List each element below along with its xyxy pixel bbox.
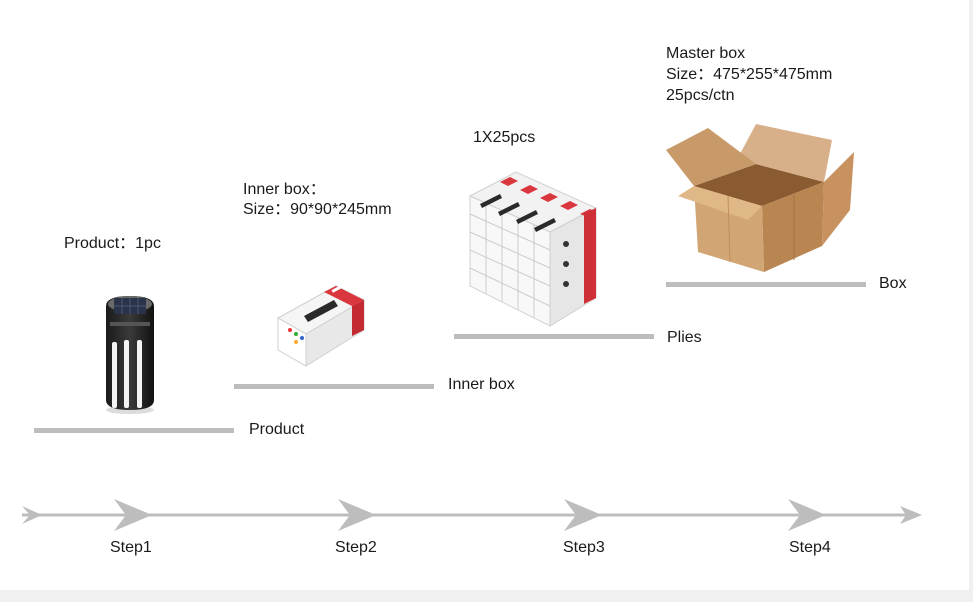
- step-4-label: Step4: [789, 539, 831, 556]
- box-level-bar: [666, 282, 866, 287]
- inner-box-caption-size: Size：90*90*245mm: [243, 201, 392, 218]
- page-bottom-band: [0, 590, 973, 602]
- master-box-caption-size: Size：475*255*475mm: [666, 66, 833, 83]
- master-box-caption-quantity: 25pcs/ctn: [666, 87, 735, 104]
- step-2-label: Step2: [335, 539, 377, 556]
- plies-label: Plies: [667, 329, 702, 346]
- inner-box-label: Inner box: [448, 376, 515, 393]
- timeline-arrow: [18, 494, 928, 538]
- inner-box-level-bar: [234, 384, 434, 389]
- carton-box-image: [664, 120, 860, 276]
- inner-box-image: [276, 268, 368, 368]
- plies-level-bar: [454, 334, 654, 339]
- box-label: Box: [879, 275, 907, 292]
- master-box-caption-title: Master box: [666, 45, 746, 62]
- inner-box-caption-title: Inner box：: [243, 181, 326, 198]
- page-right-edge: [969, 0, 973, 602]
- product-level-bar: [34, 428, 234, 433]
- solar-lamp-image: [100, 292, 160, 416]
- product-label: Product: [249, 421, 305, 438]
- product-caption: Product：1pc: [64, 235, 161, 252]
- step-3-label: Step3: [563, 539, 605, 556]
- step-1-label: Step1: [110, 539, 152, 556]
- plies-stack-image: [466, 168, 602, 330]
- plies-caption: 1X25pcs: [473, 129, 536, 146]
